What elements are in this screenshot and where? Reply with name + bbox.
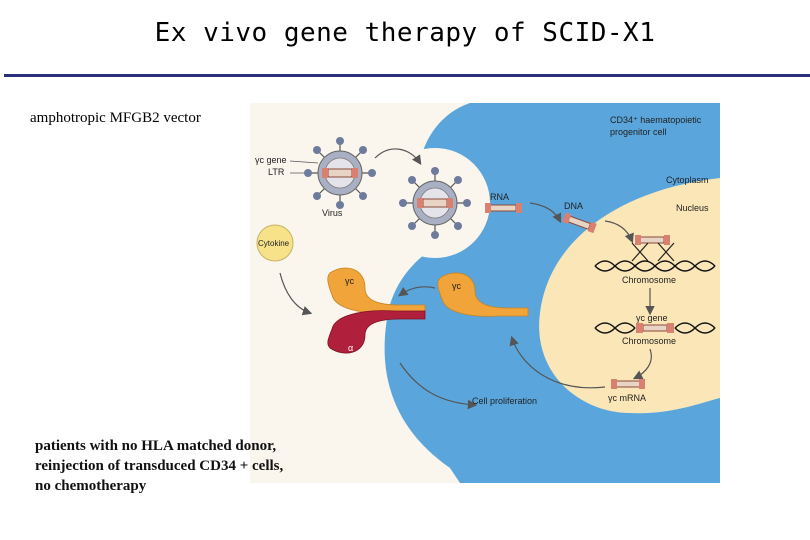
rna-molecule [485, 203, 522, 213]
alpha-receptor [327, 310, 426, 354]
dna-molecule [562, 212, 597, 234]
mrna-molecule [611, 379, 645, 389]
nucleus-label: Nucleus [676, 203, 709, 213]
cytokine-molecule [256, 224, 294, 262]
patient-criteria-caption: patients with no HLA matched donor, rein… [35, 436, 283, 496]
cell-label-line1: CD34⁺ haematopoietic [610, 115, 702, 125]
gene-therapy-diagram: CD34⁺ haematopoietic progenitor cell Cyt… [250, 103, 720, 483]
rna-label: RNA [490, 192, 509, 202]
caption-line: no chemotherapy [35, 478, 147, 494]
cytokine-label: Cytokine [258, 239, 290, 248]
chromosome-label-top: Chromosome [622, 275, 676, 285]
cell-proliferation-label: Cell proliferation [472, 396, 537, 406]
vector-caption: amphotropic MFGB2 vector [30, 110, 201, 126]
integration-marks [631, 242, 675, 262]
slide-title: Ex vivo gene therapy of SCID-X1 [154, 18, 656, 48]
gamma-c-label-membrane: γc [345, 276, 355, 286]
gamma-c-label-cytoplasm: γc [452, 281, 462, 291]
caption-line: reinjection of transduced CD34 + cells, [35, 458, 284, 474]
cell-label-line2: progenitor cell [610, 127, 667, 137]
alpha-label: α [348, 343, 353, 353]
gamma-c-gene-label: γc gene [636, 313, 668, 323]
dna-label: DNA [564, 201, 583, 211]
caption-line: patients with no HLA matched donor, [35, 438, 277, 454]
gamma-c-protein-cytoplasm [437, 272, 529, 317]
title-divider [4, 74, 810, 77]
virus-particle [304, 137, 376, 209]
mrna-label: γc mRNA [608, 393, 646, 403]
chromosome-label-bottom: Chromosome [622, 336, 676, 346]
ltr-label: LTR [268, 167, 285, 177]
cytoplasm-label: Cytoplasm [666, 175, 709, 185]
virus-particle-internalized [399, 167, 471, 239]
gene-label: γc gene [255, 155, 287, 165]
chromosome-helix-bottom [594, 322, 716, 334]
nucleus [539, 178, 720, 414]
provirus-construct [635, 235, 670, 245]
virus-label: Virus [322, 208, 343, 218]
chromosome-helix-top [594, 260, 716, 272]
integrated-gene [636, 323, 674, 333]
